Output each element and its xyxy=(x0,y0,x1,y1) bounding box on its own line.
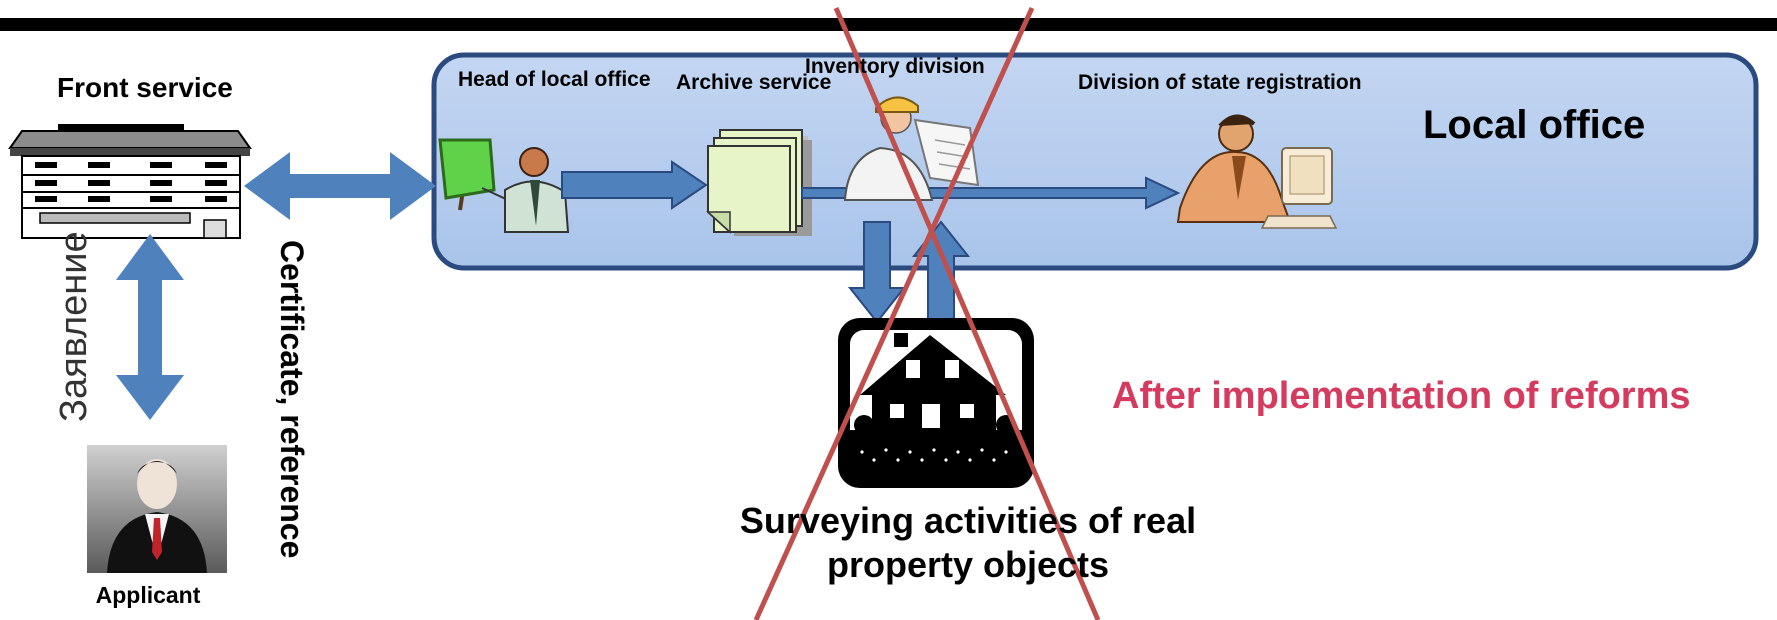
user-avatar-icon xyxy=(87,445,227,573)
office-worker-computer-icon xyxy=(1176,114,1338,229)
local-office-title: Local office xyxy=(1423,103,1646,147)
division-state-registration-label: Division of state registration xyxy=(1078,71,1362,94)
arrow-down-to-surveying xyxy=(847,221,907,324)
cross-line-2 xyxy=(753,6,1035,620)
certificate-vertical-label: Certificate, reference xyxy=(274,240,310,559)
surveying-label-line1: Surveying activities of real xyxy=(739,500,1197,541)
surveying-label-line2: property objects xyxy=(826,544,1110,585)
presenter-icon xyxy=(438,138,570,233)
applicant-label: Applicant xyxy=(95,582,201,608)
arrow-head-to-archive xyxy=(561,160,708,210)
after-reforms-caption: After implementation of reforms xyxy=(1112,375,1691,417)
application-vertical-label: Заявление xyxy=(53,231,95,422)
front-service-label: Front service xyxy=(57,72,233,103)
double-arrow-front-to-office xyxy=(244,152,436,220)
double-arrow-front-to-applicant xyxy=(116,234,184,420)
top-bar xyxy=(0,18,1777,31)
inventory-division-label: Inventory division xyxy=(805,55,985,78)
archive-service-label: Archive service xyxy=(676,71,832,94)
arrow-up-from-surveying xyxy=(911,220,971,323)
cross-line-1 xyxy=(833,7,1101,620)
engineer-icon xyxy=(843,96,980,201)
documents-stack-icon xyxy=(706,129,812,236)
building-icon xyxy=(8,124,252,239)
head-local-office-label: Head of local office xyxy=(458,68,651,91)
